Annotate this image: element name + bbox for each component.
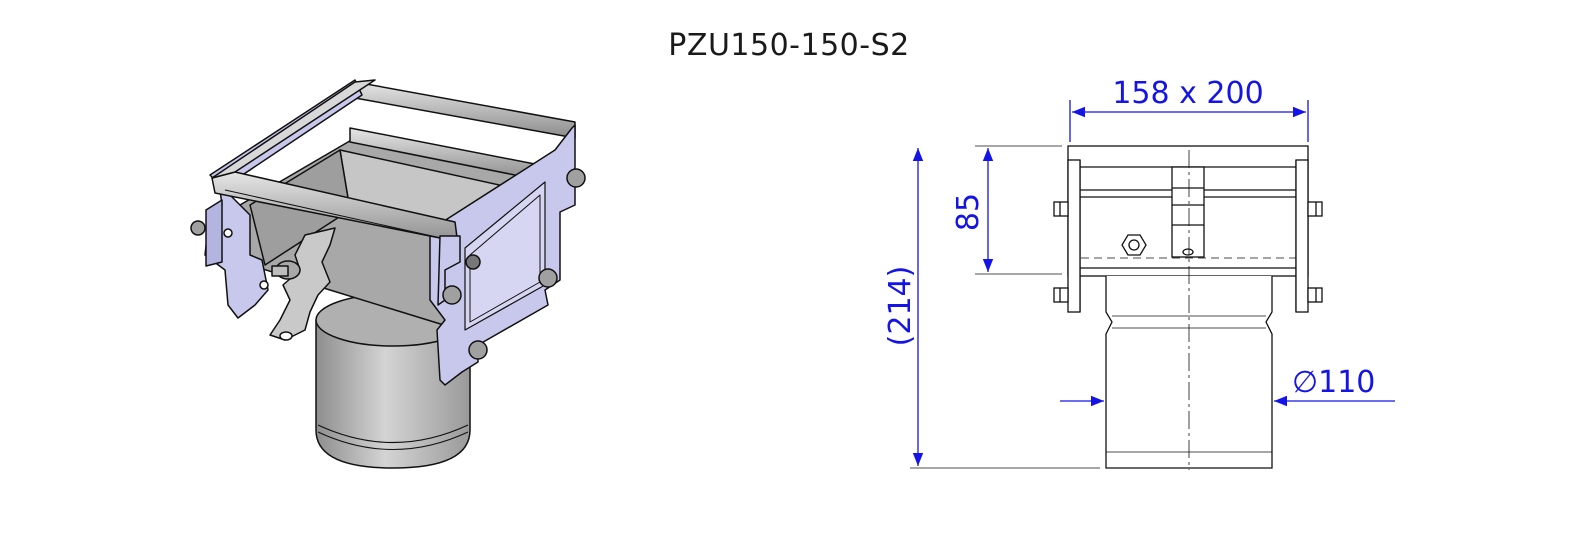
- back-top-bar: [354, 81, 576, 139]
- right-side-plate: [429, 124, 576, 386]
- dimension-lines: [910, 100, 1395, 469]
- spigot-elevation: [1105, 150, 1273, 470]
- left-side-plate: [204, 79, 363, 319]
- hex-nut: [1121, 234, 1147, 256]
- front-elevation: [1053, 145, 1323, 470]
- diameter-dimension-label: ∅110: [1292, 365, 1375, 400]
- clamp-strap: [269, 227, 336, 341]
- isometric-view: [190, 79, 586, 469]
- part-title: PZU150-150-S2: [668, 28, 910, 63]
- clamp-strip-elevation: [1171, 166, 1205, 258]
- total-height-dimension-label: (214): [883, 266, 918, 347]
- width-dimension-label: 158 x 200: [1112, 76, 1263, 111]
- side-bolts: [1053, 201, 1323, 303]
- front-top-bar: [211, 79, 459, 246]
- upper-height-dimension-label: 85: [951, 193, 986, 231]
- bolt-heads: [190, 168, 586, 360]
